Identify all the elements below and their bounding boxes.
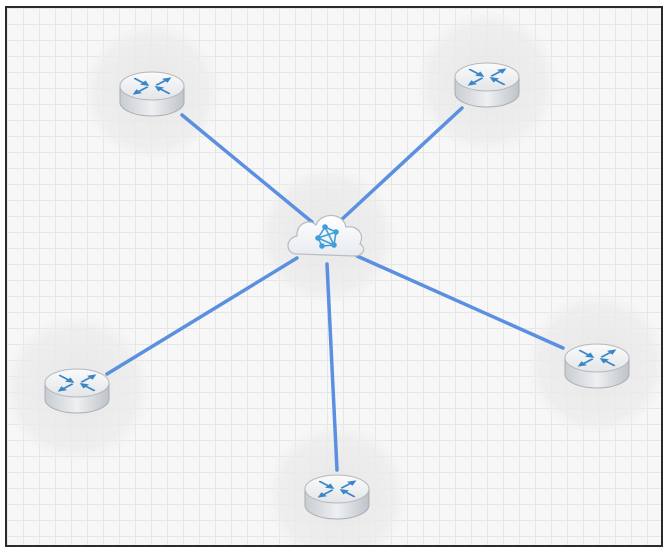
network-cloud-icon — [315, 224, 339, 249]
router-node-5[interactable] — [304, 474, 370, 520]
link-layer — [105, 106, 565, 472]
router-top — [564, 343, 630, 373]
link-hub-router-2[interactable] — [337, 106, 464, 224]
router-top — [119, 71, 185, 101]
router-icon — [317, 480, 357, 498]
router-node-1[interactable] — [119, 71, 185, 117]
router-top — [44, 368, 110, 398]
router-icon — [57, 374, 97, 392]
router-top — [304, 474, 370, 504]
link-hub-router-4[interactable] — [355, 254, 565, 350]
link-hub-router-1[interactable] — [180, 113, 314, 224]
network-cloud-hub[interactable] — [287, 214, 365, 257]
router-node-2[interactable] — [454, 62, 520, 108]
router-layer — [44, 62, 630, 520]
topology-canvas[interactable] — [5, 6, 663, 547]
router-node-3[interactable] — [44, 368, 110, 414]
router-icon — [467, 68, 507, 86]
router-icon — [577, 349, 617, 367]
link-hub-router-3[interactable] — [105, 256, 299, 376]
router-top — [454, 62, 520, 92]
topology-diagram — [7, 11, 661, 545]
link-hub-router-5[interactable] — [325, 262, 339, 472]
router-node-4[interactable] — [564, 343, 630, 389]
router-icon — [132, 77, 172, 95]
node-halo-layer — [7, 11, 661, 545]
